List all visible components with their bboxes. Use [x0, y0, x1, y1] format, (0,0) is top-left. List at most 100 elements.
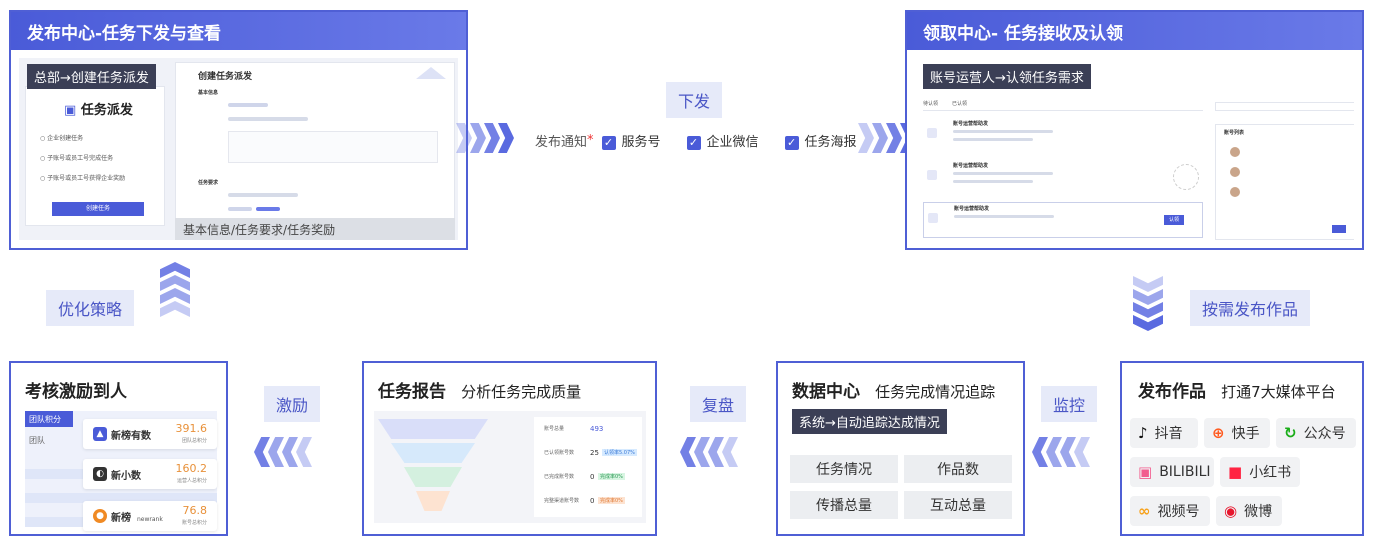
- platform-channels[interactable]: ∞视频号: [1130, 496, 1210, 526]
- task-meta: [953, 138, 1033, 141]
- xiaohongshu-icon: ■: [1228, 463, 1243, 481]
- data-center-heading: 数据中心 任务完成情况追踪: [792, 377, 995, 402]
- arrow-up-icon: [160, 262, 190, 317]
- tag-basic-info: 基本信息/任务要求/任务奖励: [175, 218, 455, 240]
- task-dispatch-sidebar: ▣ 任务派发 ○ 企业创建任务 ○ 子账号或员工号完成任务 ○ 子账号或员工号获…: [25, 86, 165, 226]
- task-meta: [953, 130, 1053, 133]
- claim-button[interactable]: 认领: [1164, 215, 1184, 225]
- claim-center-body: 待认领 已认领 账号运营帮助发 账号运营帮助发 账号运营帮助发 认领 账号列表: [915, 60, 1354, 240]
- avatar: [1230, 187, 1240, 197]
- sidebar-item[interactable]: ○ 企业创建任务: [40, 135, 84, 142]
- stamp-icon: [1173, 164, 1199, 190]
- tag-hq-create-task: 总部→创建任务派发: [27, 64, 156, 89]
- check-icon: ✓: [601, 135, 616, 150]
- task-title: 账号运营帮助发: [953, 121, 989, 127]
- form-textarea[interactable]: [228, 131, 438, 163]
- funnel-level-1: [378, 419, 488, 439]
- task-item-selected[interactable]: 账号运营帮助发 认领: [923, 202, 1203, 238]
- platform-xiaohongshu[interactable]: ■小红书: [1220, 457, 1300, 487]
- publish-works-title: 发布作品: [1138, 382, 1206, 402]
- create-task-button[interactable]: 创建任务: [52, 202, 144, 216]
- evaluation-title: 考核激励到人: [25, 382, 127, 402]
- rank-card[interactable]: ◐ 新小数 160.2 运营人总积分: [83, 459, 217, 489]
- rank-card[interactable]: ▲ 新榜有数 391.6 团队总积分: [83, 419, 217, 449]
- weibo-icon: ◉: [1224, 502, 1238, 520]
- account-list-panel: 账号列表: [1215, 124, 1354, 240]
- platform-bilibili[interactable]: ▣BILIBILI: [1130, 457, 1214, 487]
- form-title: 创建任务派发: [198, 72, 253, 82]
- form-field[interactable]: [228, 103, 268, 107]
- metric-task-status[interactable]: 任务情况: [790, 455, 898, 483]
- task-icon: [927, 128, 937, 138]
- metric-works-count[interactable]: 作品数: [904, 455, 1012, 483]
- decorative-shape: [416, 67, 446, 79]
- xinxiaoshu-logo-icon: ◐: [93, 467, 107, 481]
- tab-claimed[interactable]: 已认领: [952, 101, 968, 107]
- task-report-heading: 任务报告 分析任务完成质量: [378, 377, 581, 402]
- review-label: 复盘: [690, 386, 747, 422]
- publish-works-heading: 发布作品 打通7大媒体平台: [1138, 377, 1336, 402]
- publish-center-body: ▣ 任务派发 ○ 企业创建任务 ○ 子账号或员工号完成任务 ○ 子账号或员工号获…: [19, 58, 458, 240]
- task-item[interactable]: 账号运营帮助发: [923, 160, 1203, 196]
- sidebar-title: ▣ 任务派发: [64, 103, 133, 118]
- data-center-subtitle: 任务完成情况追踪: [875, 383, 996, 401]
- claim-center-title: 领取中心- 任务接收及认领: [907, 12, 1362, 50]
- data-center-title: 数据中心: [792, 382, 860, 402]
- arrow-down-icon: [1133, 276, 1163, 331]
- checkbox-poster[interactable]: ✓任务海报: [784, 131, 857, 150]
- wechat-oa-icon: ↻: [1284, 424, 1297, 442]
- tab-pending[interactable]: 待认领: [923, 101, 939, 107]
- claim-center-card: 领取中心- 任务接收及认领 待认领 已认领 账号运营帮助发 账号运营帮助发 账号运…: [905, 10, 1364, 250]
- sidebar-item[interactable]: ○ 子账号或员工号获得企业奖励: [40, 175, 126, 182]
- arrow-right-icon: [456, 123, 514, 153]
- task-item[interactable]: 账号运营帮助发: [923, 118, 1203, 154]
- douyin-icon: ♪: [1138, 424, 1148, 442]
- notify-row: 发布通知* ✓服务号 ✓企业微信 ✓任务海报: [535, 131, 857, 150]
- task-title: 账号运营帮助发: [954, 206, 990, 212]
- form-section-requirements: 任务要求: [198, 180, 219, 186]
- tag-auto-track: 系统→自动追踪达成情况: [792, 409, 947, 434]
- bilibili-icon: ▣: [1138, 463, 1153, 481]
- platform-douyin[interactable]: ♪抖音: [1130, 418, 1198, 448]
- checkbox-wecom[interactable]: ✓企业微信: [686, 131, 759, 150]
- check-icon: ✓: [784, 135, 799, 150]
- divider: [923, 110, 1203, 111]
- required-mark: *: [587, 133, 594, 148]
- tab-team-points[interactable]: 团队积分: [25, 411, 73, 427]
- publish-on-demand-label: 按需发布作品: [1190, 290, 1311, 326]
- issue-label: 下发: [666, 82, 723, 118]
- task-icon: [927, 170, 937, 180]
- funnel-level-2: [391, 443, 475, 463]
- incentive-label: 激励: [264, 386, 321, 422]
- form-field[interactable]: [256, 207, 280, 211]
- monitor-label: 监控: [1041, 386, 1098, 422]
- avatar: [1230, 167, 1240, 177]
- newrank-orange-logo-icon: ●: [93, 509, 107, 523]
- platform-weibo[interactable]: ◉微博: [1216, 496, 1282, 526]
- tab-team[interactable]: 团队: [29, 436, 45, 445]
- claim-tabs: 待认领 已认领: [923, 100, 967, 107]
- checkbox-service-account[interactable]: ✓服务号: [601, 131, 661, 150]
- form-field[interactable]: [228, 207, 252, 211]
- form-field[interactable]: [228, 117, 308, 121]
- task-meta: [954, 215, 1054, 218]
- metric-interaction-total[interactable]: 互动总量: [904, 491, 1012, 519]
- sidebar-item[interactable]: ○ 子账号或员工号完成任务: [40, 155, 114, 162]
- arrow-left-icon: [254, 437, 312, 467]
- task-icon: [928, 213, 938, 223]
- metric-spread-total[interactable]: 传播总量: [790, 491, 898, 519]
- clipboard-icon: ▣: [64, 103, 81, 118]
- platform-wechat-oa[interactable]: ↻公众号: [1276, 418, 1356, 448]
- confirm-button[interactable]: [1332, 225, 1346, 233]
- search-input[interactable]: [1215, 102, 1354, 111]
- form-field[interactable]: [228, 193, 298, 197]
- newrank-logo-icon: ▲: [93, 427, 107, 441]
- table-stripe: [25, 493, 217, 503]
- publish-works-subtitle: 打通7大媒体平台: [1221, 383, 1336, 401]
- platform-kuaishou[interactable]: ⊕快手: [1204, 418, 1270, 448]
